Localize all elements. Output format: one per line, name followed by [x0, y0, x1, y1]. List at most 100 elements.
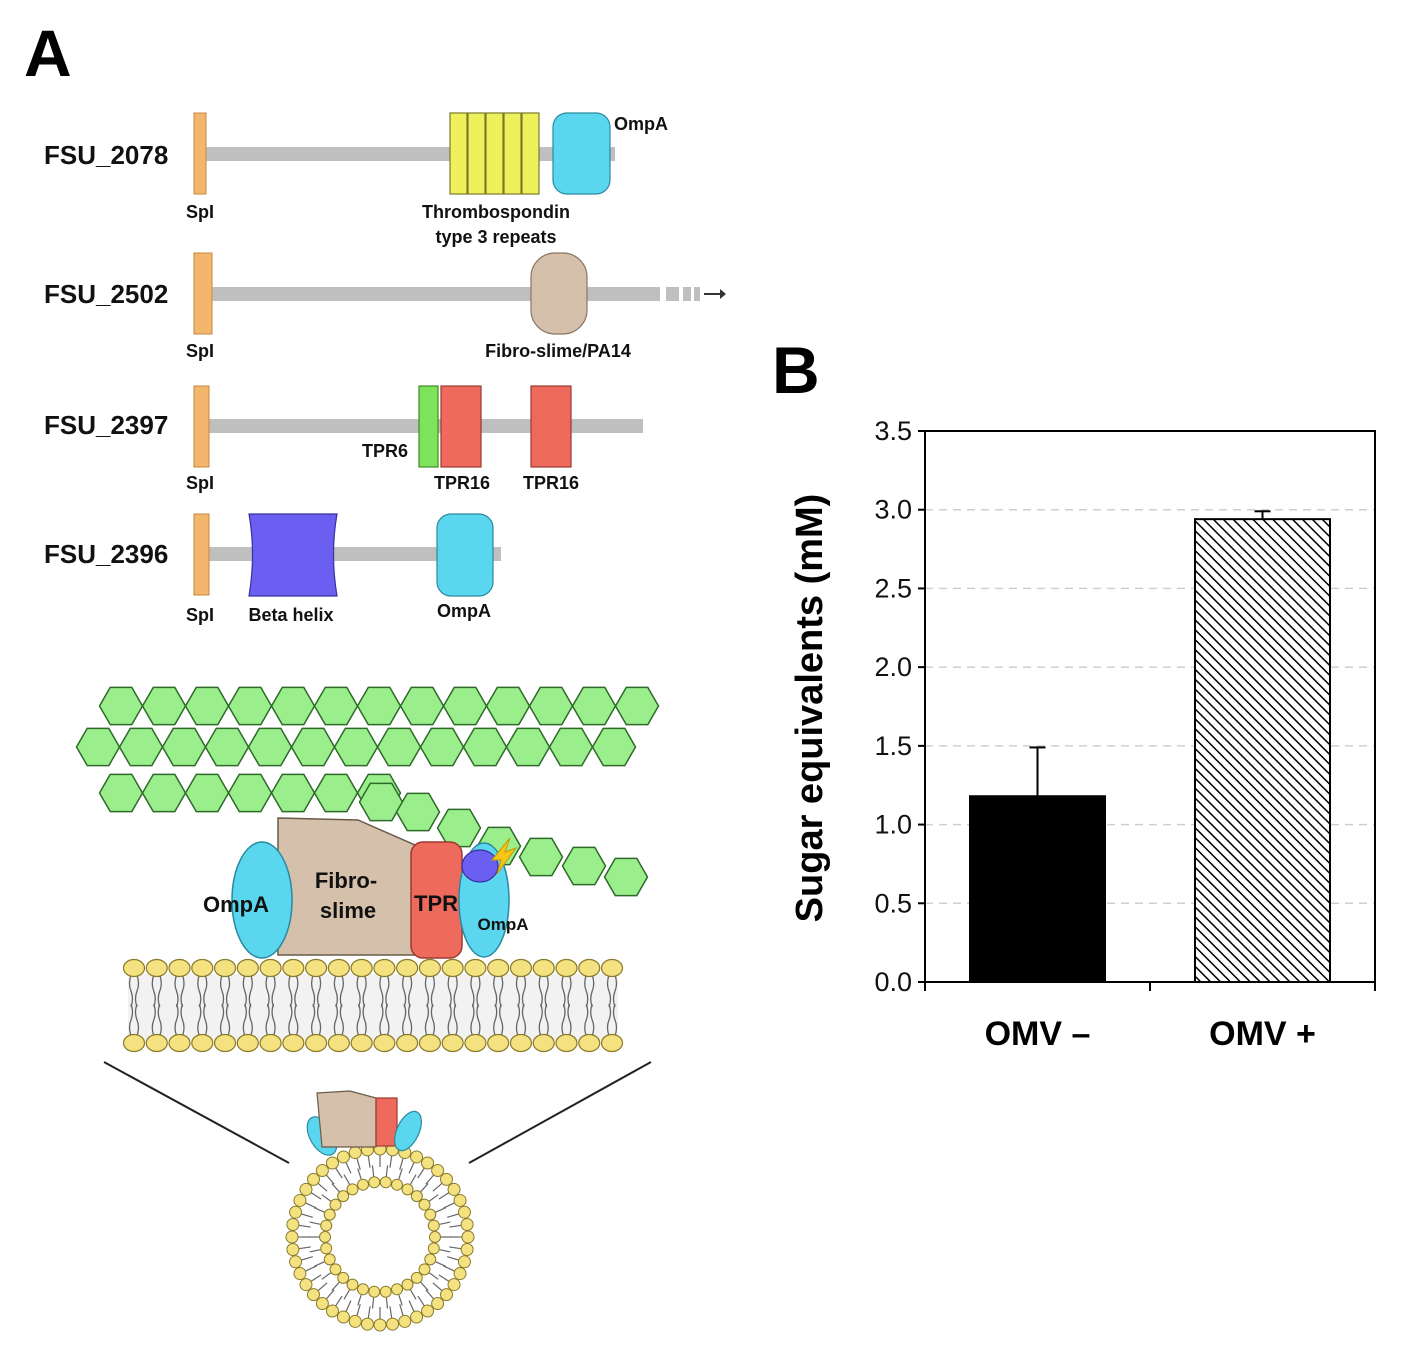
- lipid-tail: [305, 1265, 317, 1272]
- lipid-tail: [424, 974, 436, 1008]
- lipid-tail: [301, 1256, 314, 1261]
- glucose-unit: [313, 686, 359, 726]
- repeats-label: type 3 repeats: [435, 227, 556, 247]
- lipid-head: [457, 1205, 471, 1219]
- lipid-head: [325, 1304, 339, 1318]
- ompa-label: OmpA: [437, 601, 491, 621]
- ompa-protein: [394, 1110, 422, 1152]
- y-tick-label: 3.5: [874, 416, 912, 446]
- glucose-unit: [98, 686, 144, 726]
- lipid-tail: [367, 1306, 371, 1319]
- ompa-label: OmpA: [614, 114, 668, 134]
- lipid-head: [320, 1242, 333, 1255]
- lipid-head: [213, 1033, 237, 1053]
- lipid-head: [429, 1231, 441, 1243]
- lipid-tail: [356, 1303, 361, 1316]
- lipid-head: [191, 958, 214, 978]
- lipid-tail: [310, 974, 322, 1008]
- outer-membrane-vesicle: [285, 1142, 475, 1332]
- glucose-unit: [571, 686, 617, 726]
- lipid-head: [447, 1278, 461, 1292]
- lipid-head: [306, 1288, 320, 1302]
- protein-name: FSU_2396: [44, 539, 168, 569]
- glucose-unit: [270, 686, 316, 726]
- y-tick-label: 2.5: [874, 573, 912, 603]
- lipid-head: [289, 1255, 303, 1269]
- glucose-unit: [358, 782, 404, 822]
- lipid-tail: [385, 1165, 389, 1177]
- glucose-unit: [184, 686, 230, 726]
- glucose-unit: [313, 773, 359, 813]
- lipid-tail: [420, 1281, 429, 1291]
- glucose-unit: [161, 727, 207, 767]
- lipid-tail: [333, 974, 345, 1008]
- lipid-head: [460, 1217, 474, 1231]
- lipid-head: [457, 1255, 471, 1269]
- lipid-head: [487, 958, 510, 978]
- lipid-tail: [331, 1281, 340, 1291]
- glucose-unit: [184, 773, 230, 813]
- lipid-head: [282, 1033, 305, 1053]
- lipid-tail: [438, 1192, 450, 1200]
- lipid-tail: [399, 1158, 404, 1171]
- protein-fsu-2397: FSU_2397 SpI TPR6 TPR16 TPR16: [44, 385, 643, 493]
- lipid-tail: [432, 1282, 443, 1292]
- x-category-label: OMV –: [985, 1015, 1091, 1053]
- lipid-tail: [399, 1303, 404, 1316]
- lipid-tail: [435, 1207, 447, 1213]
- lipid-tail: [325, 1174, 335, 1185]
- lipid-tail: [197, 1003, 208, 1037]
- lipid-tail: [538, 1003, 549, 1037]
- spi-segment: [193, 385, 210, 468]
- panel-label-a: A: [24, 16, 72, 90]
- lipid-head: [464, 1033, 487, 1053]
- beta-helix-label: Beta helix: [248, 605, 333, 625]
- glucose-unit: [118, 727, 164, 767]
- protein-name: FSU_2078: [44, 140, 168, 170]
- lipid-tail: [367, 1155, 371, 1168]
- lipid-head: [327, 958, 350, 978]
- tpr16-label: TPR16: [434, 473, 490, 493]
- protein-fsu-2396: FSU_2396 SpI Beta helix OmpA: [44, 513, 501, 625]
- lipid-head: [348, 1314, 362, 1328]
- lipid-tail: [309, 1221, 321, 1225]
- lipid-head: [285, 1230, 299, 1244]
- lipid-tail: [425, 1289, 435, 1300]
- glucose-unit: [548, 727, 594, 767]
- beta-helix-protein: [461, 849, 499, 883]
- lipid-head: [578, 1033, 601, 1053]
- spi-segment: [193, 513, 210, 596]
- lipid-tail: [343, 1174, 351, 1185]
- lipid-head: [440, 1172, 454, 1186]
- lipid-tail: [356, 1003, 367, 1037]
- lipid-tail: [449, 1246, 462, 1250]
- lipid-tail: [345, 1300, 352, 1312]
- glucose-unit: [442, 686, 488, 726]
- glucose-unit: [333, 727, 379, 767]
- lipid-tail: [174, 1003, 185, 1037]
- lipid-head: [315, 1297, 329, 1311]
- lipid-tail: [584, 1003, 595, 1037]
- lipid-head: [299, 1182, 313, 1196]
- lipid-head: [337, 1190, 350, 1203]
- lipid-head: [213, 958, 237, 978]
- lipid-tail: [385, 1297, 389, 1309]
- ompa-label-left: OmpA: [203, 892, 269, 917]
- lipid-head: [379, 1176, 392, 1189]
- ompa-domain: [436, 513, 494, 597]
- glucose-unit: [561, 846, 607, 886]
- lipid-tail: [356, 974, 367, 1008]
- lipid-tail: [333, 1003, 345, 1037]
- lipid-tail: [321, 1194, 332, 1202]
- lipid-head: [348, 1146, 362, 1160]
- bar: [1194, 518, 1331, 983]
- lipid-tail: [515, 1003, 527, 1037]
- lipid-head: [418, 1198, 431, 1211]
- y-tick-label: 2.0: [874, 652, 912, 682]
- lipid-tail: [428, 1194, 439, 1202]
- lipid-tail: [128, 1003, 140, 1037]
- tpr-protein: [375, 1097, 398, 1147]
- lipid-tail: [447, 974, 458, 1008]
- y-axis-label: Sugar equivalents (mM): [789, 494, 831, 923]
- lipid-head: [431, 1297, 445, 1311]
